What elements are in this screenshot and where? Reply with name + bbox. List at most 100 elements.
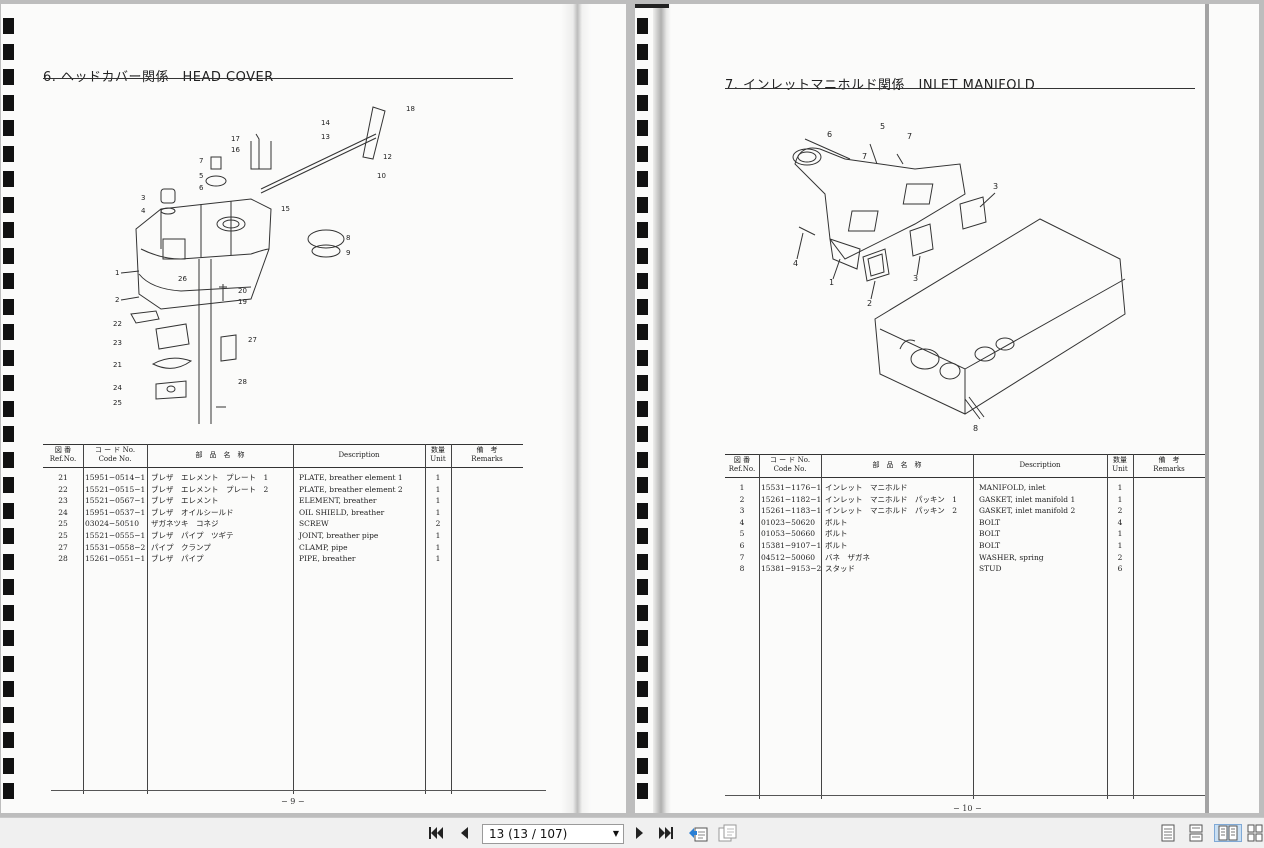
cell-name: ブレザ エレメント プレート 1	[151, 473, 269, 482]
header-description: Description	[338, 451, 380, 459]
cell-qty: 4	[1117, 517, 1123, 527]
page-number-select[interactable]: 13 (13 / 107) ▼	[482, 824, 624, 844]
cell-desc: GASKET, inlet manifold 2	[979, 506, 1076, 516]
page-forward-icon[interactable]	[716, 824, 740, 842]
header-code: コ ー ド No.Code No.	[94, 446, 136, 463]
cell-ref: 25	[58, 519, 68, 529]
cell-qty: 2	[1117, 552, 1123, 562]
svg-text:4: 4	[793, 259, 798, 268]
inlet-manifold-diagram: 1 2 3 3 4 5 6 7 7 8	[792, 122, 1126, 433]
scan-edge-shadow	[561, 4, 591, 813]
svg-text:13: 13	[321, 133, 330, 141]
first-page-icon[interactable]	[426, 824, 446, 842]
svg-text:1: 1	[829, 278, 834, 287]
cell-ref: 6	[739, 541, 745, 550]
cell-code: 15261−1183−1	[761, 506, 822, 516]
page-title: 7. インレットマニホルド関係 INLET MANIFOLD	[725, 78, 1036, 93]
table-header	[43, 444, 523, 468]
cell-name: パイプ クランプ	[151, 542, 211, 552]
cell-ref: 24	[58, 507, 68, 517]
svg-text:16: 16	[231, 146, 240, 154]
svg-text:15: 15	[281, 205, 290, 213]
svg-text:21: 21	[113, 361, 122, 369]
svg-text:6: 6	[199, 184, 204, 192]
header-description: Description	[1019, 461, 1061, 469]
svg-text:10: 10	[377, 172, 386, 180]
scan-edge-shadow	[653, 4, 671, 813]
cell-name: インレット マニホルド パッキン 2	[825, 506, 958, 516]
cell-name: ボルト	[825, 517, 848, 527]
cell-qty: 1	[435, 507, 441, 517]
svg-text:6: 6	[827, 130, 832, 139]
cell-desc: ELEMENT, breather	[299, 496, 377, 506]
scan-right-edge	[1205, 4, 1209, 813]
svg-text:25: 25	[113, 399, 122, 407]
cell-code: 15521−0515−1	[85, 484, 146, 494]
svg-text:2: 2	[115, 296, 119, 304]
two-page-view-icon[interactable]	[1214, 824, 1242, 842]
bottom-rule	[725, 795, 1205, 796]
svg-text:24: 24	[113, 384, 122, 392]
cell-ref: 23	[58, 496, 68, 506]
table-row: 23 15521−0567−1 ブレザ エレメント ELEMENT, breather…	[43, 495, 523, 506]
binder-holes-right	[635, 4, 649, 813]
cell-code: 03024−50510	[85, 519, 140, 529]
cell-code: 15261−0551−1	[85, 554, 146, 564]
svg-text:27: 27	[248, 336, 257, 344]
head-cover-diagram: 1 2 3 4 5 6 7 8 9 10 12 13 14 15 16 17 1…	[113, 105, 415, 424]
next-page-icon[interactable]	[632, 824, 648, 842]
svg-text:7: 7	[199, 157, 203, 165]
cell-desc: GASKET, inlet manifold 1	[979, 494, 1076, 504]
cell-ref: 7	[739, 552, 745, 562]
svg-text:12: 12	[383, 153, 392, 161]
cell-name: ブレザ エレメント	[151, 496, 219, 506]
cell-desc: PLATE, breather element 1	[299, 473, 403, 482]
cell-desc: PIPE, breather	[299, 554, 356, 564]
cell-ref: 28	[58, 554, 68, 564]
cell-code: 15951−0537−1	[85, 507, 146, 517]
binder-holes-left	[1, 4, 15, 813]
cell-name: ボルト	[825, 529, 848, 539]
prev-page-icon[interactable]	[456, 824, 472, 842]
cell-code: 04512−50060	[761, 552, 816, 562]
svg-text:2: 2	[867, 299, 872, 308]
title-underline	[43, 78, 513, 79]
cell-desc: BOLT	[979, 517, 1001, 527]
svg-text:22: 22	[113, 320, 122, 328]
two-page-continuous-view-icon[interactable]	[1246, 824, 1264, 842]
cell-code: 15521−0567−1	[85, 496, 146, 506]
cell-ref: 4	[739, 517, 745, 527]
cell-ref: 25	[58, 531, 68, 540]
cell-code: 01053−50660	[761, 529, 816, 539]
continuous-view-icon[interactable]	[1186, 824, 1206, 842]
cell-qty: 1	[1117, 541, 1123, 550]
cell-qty: 6	[1117, 564, 1123, 574]
cell-code: 15381−9107−1	[761, 541, 822, 550]
last-page-icon[interactable]	[656, 824, 676, 842]
cell-ref: 3	[739, 506, 745, 516]
single-page-view-icon[interactable]	[1158, 824, 1178, 842]
cell-name: インレット マニホルド パッキン 1	[825, 494, 958, 504]
cell-name: スタッド	[825, 564, 855, 574]
table-row: 4 01023−50620 ボルト BOLT 4	[725, 517, 1205, 528]
cell-name: ザガネツキ コネジ	[151, 519, 219, 529]
svg-text:7: 7	[862, 152, 867, 161]
page-back-icon[interactable]	[686, 824, 710, 842]
svg-text:5: 5	[199, 172, 203, 180]
cell-code: 01023−50620	[761, 517, 816, 527]
svg-text:18: 18	[406, 105, 415, 113]
cell-ref: 8	[739, 564, 745, 574]
